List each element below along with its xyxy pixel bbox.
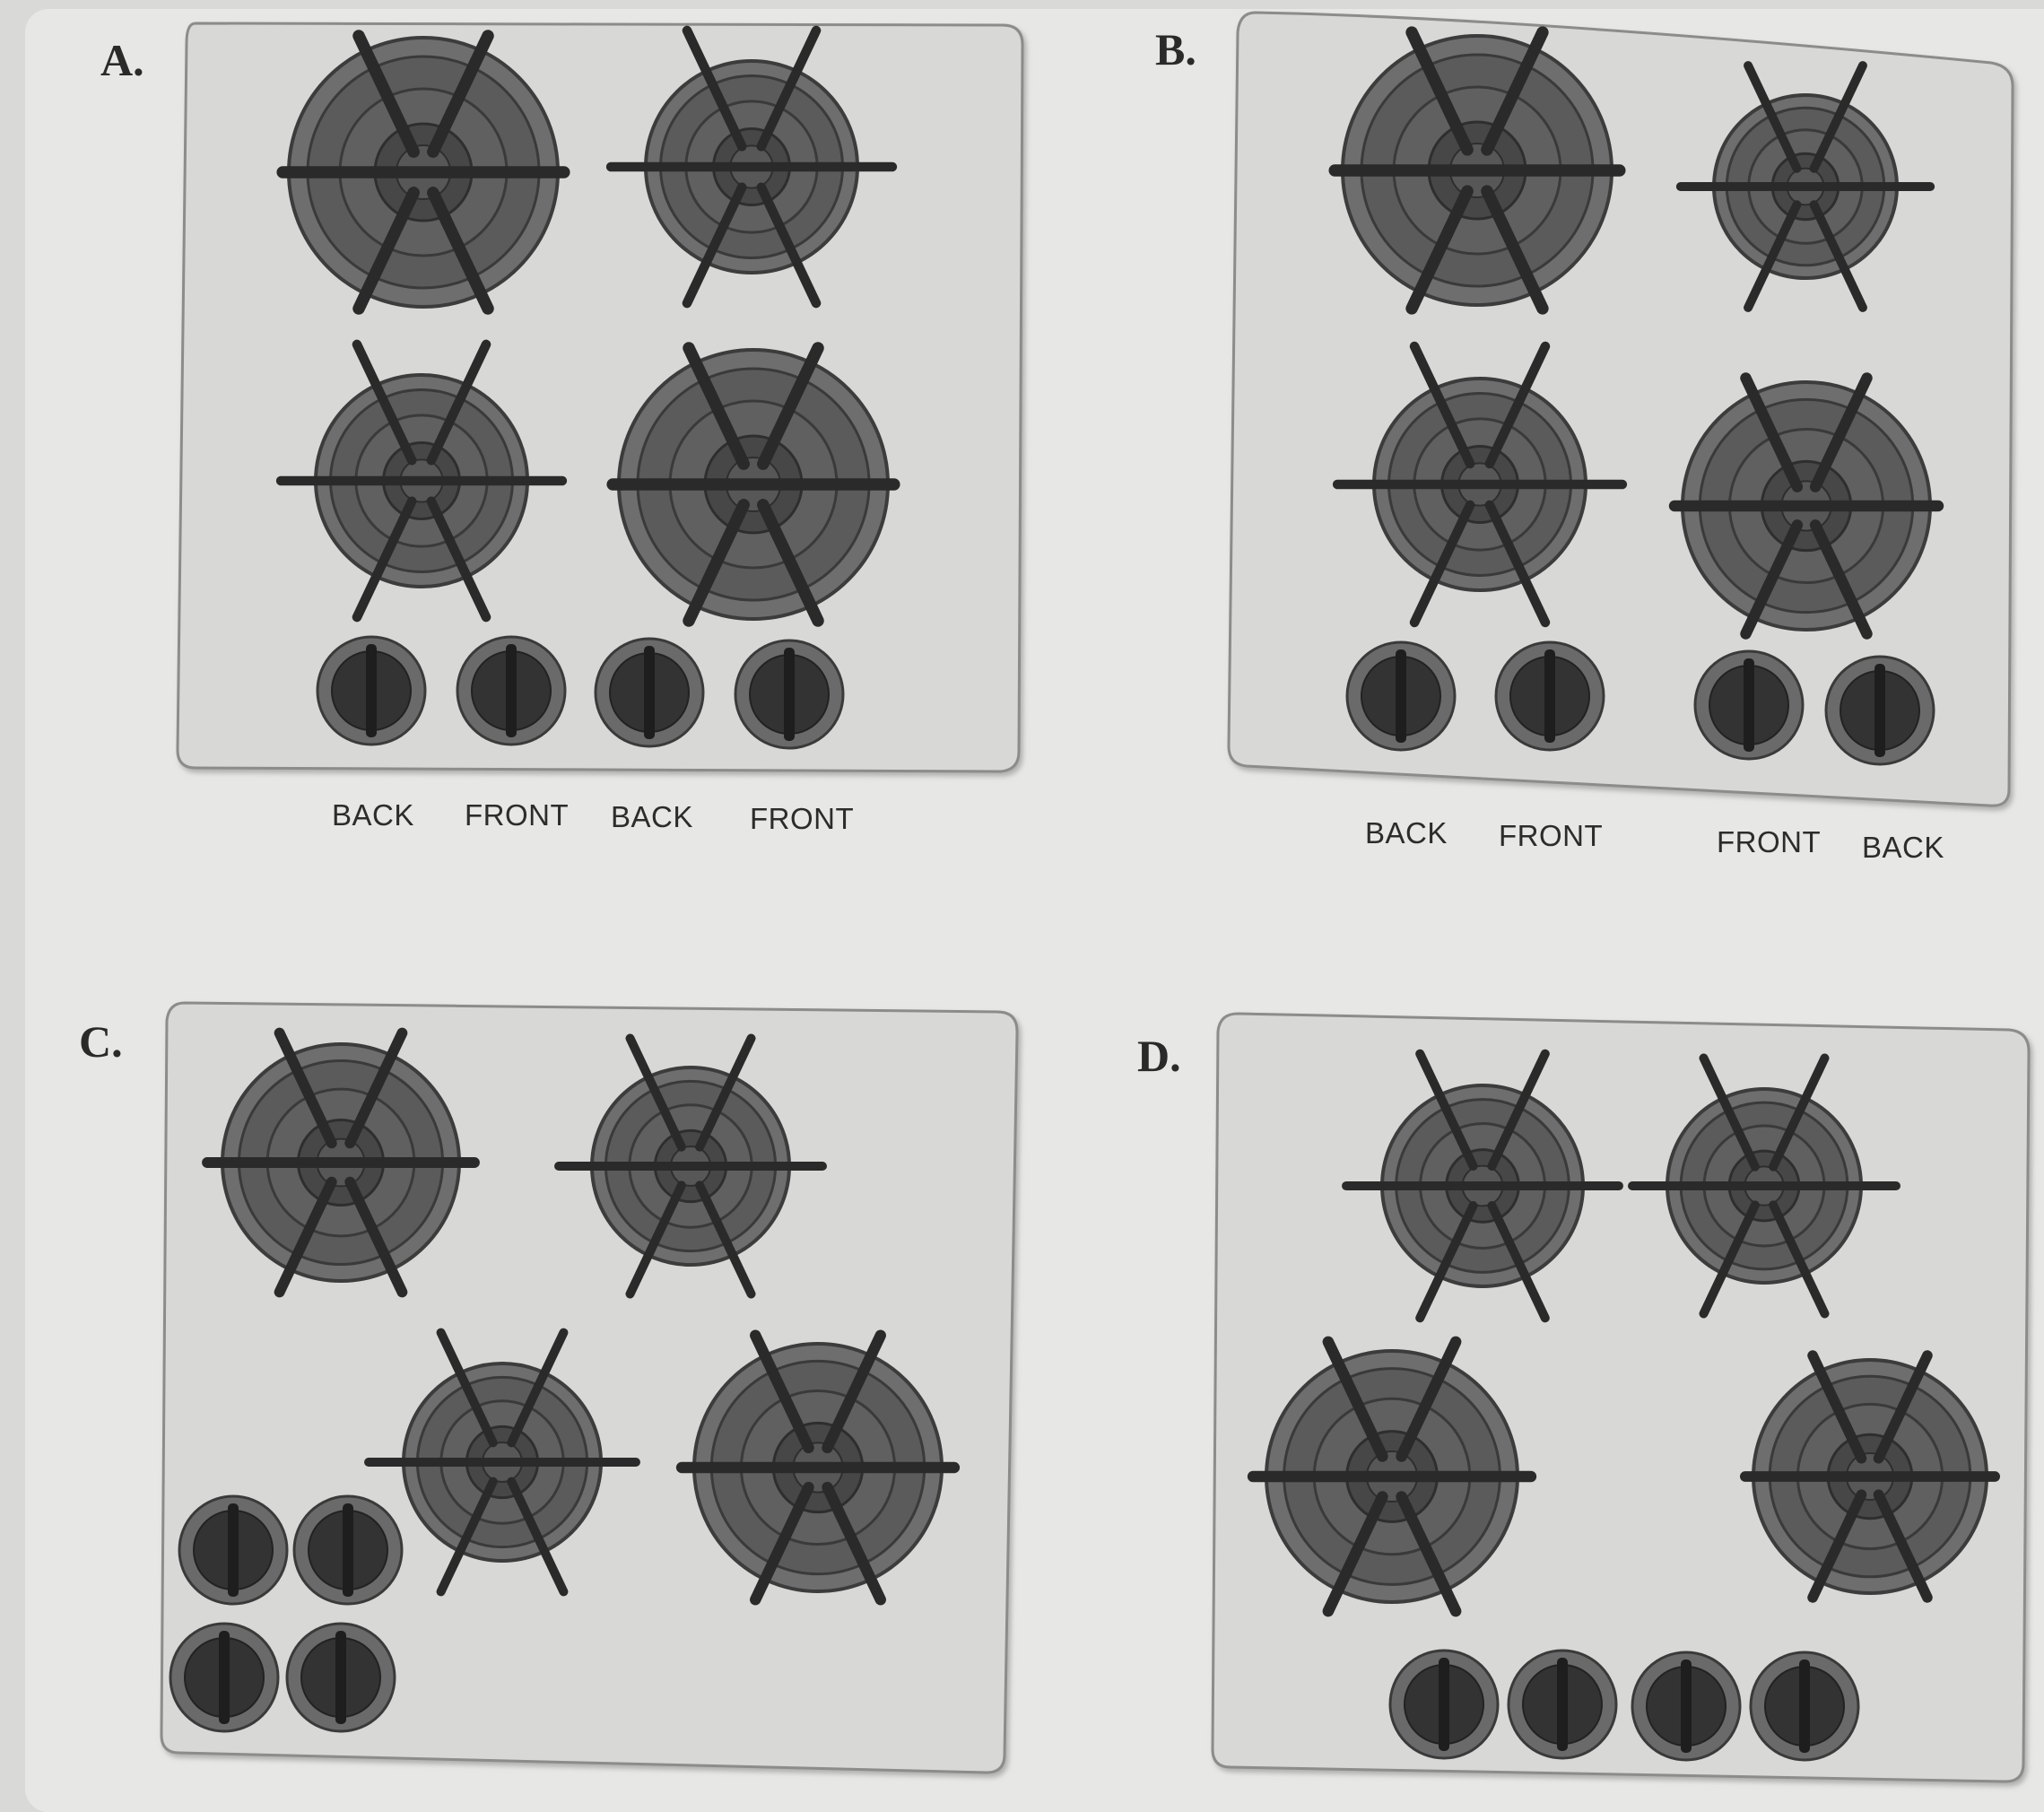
panel-b-label-2: FRONT	[1499, 819, 1604, 852]
panel-d-burner-back-right	[1628, 1053, 1900, 1319]
panel-a-knob-3	[594, 637, 705, 748]
panel-d-knob-2	[1507, 1649, 1618, 1760]
panel-b-knob-1	[1345, 640, 1457, 752]
panel-b-knob-4	[1824, 655, 1935, 766]
panel-c-burner-back-right	[554, 1033, 827, 1299]
panel-a-knob-2	[456, 635, 567, 746]
panel-b-label-1: BACK	[1365, 816, 1448, 849]
panel-a-knob-4	[734, 639, 845, 750]
panel-c-letter: C.	[79, 1016, 123, 1067]
panel-d-knob-1	[1388, 1649, 1500, 1760]
panel-c-knob-1	[178, 1494, 289, 1606]
panel-c-burner-front-right	[675, 1329, 961, 1606]
panel-a-label-1: BACK	[332, 798, 414, 832]
panel-b-burner-front-left	[1332, 341, 1628, 628]
panel-a-burner-front-right	[606, 342, 900, 627]
panel-b-label-4: BACK	[1862, 831, 1944, 864]
panel-a-knob-1	[316, 635, 427, 746]
panel-a-label-3: BACK	[611, 800, 693, 833]
panel-a-burner-front-left	[275, 339, 568, 623]
panel-b-burner-back-right	[1675, 61, 1935, 312]
panel-c-burner-back-left	[202, 1027, 480, 1298]
panel-c-knob-3	[169, 1622, 280, 1733]
panel-d-letter: D.	[1137, 1031, 1181, 1081]
panel-c-burner-front-left	[364, 1328, 640, 1597]
panel-a-label-2: FRONT	[465, 798, 570, 832]
panel-a-burner-back-right	[605, 25, 898, 309]
panel-a-letter: A.	[100, 35, 144, 85]
panel-d-knob-3	[1631, 1651, 1742, 1762]
panel-b-burner-back-left	[1328, 26, 1626, 315]
panel-a-label-4: FRONT	[750, 802, 855, 835]
panel-b-burner-front-right	[1668, 372, 1944, 640]
panel-b-label-3: FRONT	[1717, 825, 1822, 858]
panel-d-knob-4	[1749, 1651, 1860, 1762]
panel-d-burner-front-left	[1247, 1336, 1537, 1617]
panel-a-burner-back-left	[276, 30, 570, 315]
panel-b-knob-3	[1693, 649, 1805, 761]
panel-d-burner-front-right	[1739, 1350, 2001, 1603]
panel-b-letter: B.	[1155, 24, 1196, 74]
panel-b-knob-2	[1494, 640, 1605, 752]
panel-c-knob-4	[285, 1622, 396, 1733]
panel-c-knob-2	[292, 1494, 404, 1606]
panel-d-burner-back-left	[1342, 1049, 1623, 1323]
